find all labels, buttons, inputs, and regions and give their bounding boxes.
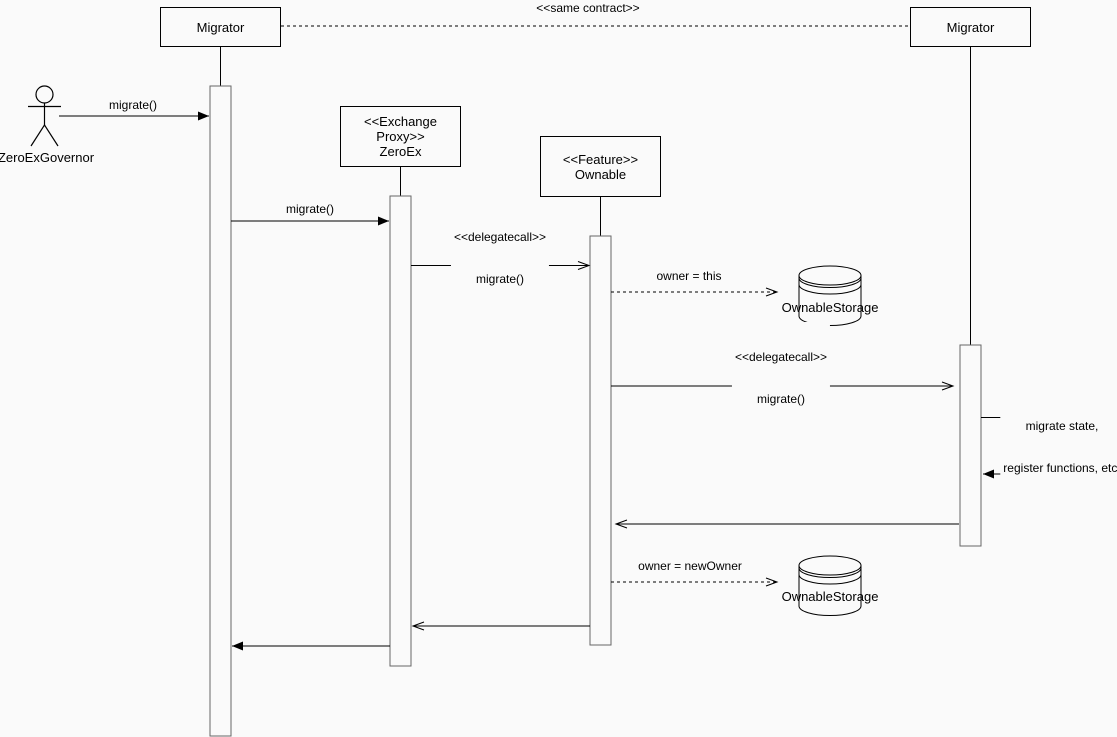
participant-migrator-right: Migrator <box>910 7 1031 47</box>
participant-name: Migrator <box>196 19 245 35</box>
self-call-note-line2: register functions, etc. <box>1003 461 1117 475</box>
message-label-delegatecall-2: <<delegatecall>> migrate() <box>731 322 831 434</box>
self-call-note: migrate state, register functions, etc. <box>1000 391 1117 503</box>
same-contract-label: <<same contract>> <box>536 1 640 15</box>
participant-zeroex: <<Exchange Proxy>> ZeroEx <box>340 106 461 167</box>
activation-ownable <box>589 235 612 646</box>
participant-migrator-left: Migrator <box>160 7 281 47</box>
message-stereotype: <<delegatecall>> <box>734 350 828 364</box>
message-label-migrate-2: migrate() <box>285 202 335 216</box>
participant-stereotype: <<Exchange Proxy>> <box>363 114 437 144</box>
message-label-migrate-1: migrate() <box>108 98 158 112</box>
datastore-label-1: OwnableStorage <box>781 300 879 315</box>
message-name: migrate() <box>756 392 805 406</box>
message-name: migrate() <box>475 272 524 286</box>
participant-name: Migrator <box>946 19 995 35</box>
actor-head <box>35 85 54 104</box>
participant-stereotype: <<Feature>> <box>562 151 639 167</box>
actor-name-label: ZeroExGovernor <box>0 150 95 165</box>
activation-migrator-left <box>209 85 232 737</box>
self-call-note-line1: migrate state, <box>1025 419 1099 433</box>
message-stereotype: <<delegatecall>> <box>453 230 547 244</box>
activation-migrator-right <box>959 344 982 547</box>
actor-figure <box>28 85 61 147</box>
datastore-label-2: OwnableStorage <box>781 589 879 604</box>
participant-name: Ownable <box>574 166 627 182</box>
message-label-owner-this: owner = this <box>656 269 722 283</box>
message-label-delegatecall-1: <<delegatecall>> migrate() <box>450 202 550 314</box>
participant-ownable: <<Feature>> Ownable <box>540 136 661 197</box>
database-cylinder-ownablestorage-2 <box>798 555 862 616</box>
participant-name: ZeroEx <box>379 144 422 159</box>
database-cylinder-ownablestorage-1 <box>798 265 862 326</box>
message-label-owner-newowner: owner = newOwner <box>638 559 742 573</box>
activation-zeroex <box>389 195 412 667</box>
